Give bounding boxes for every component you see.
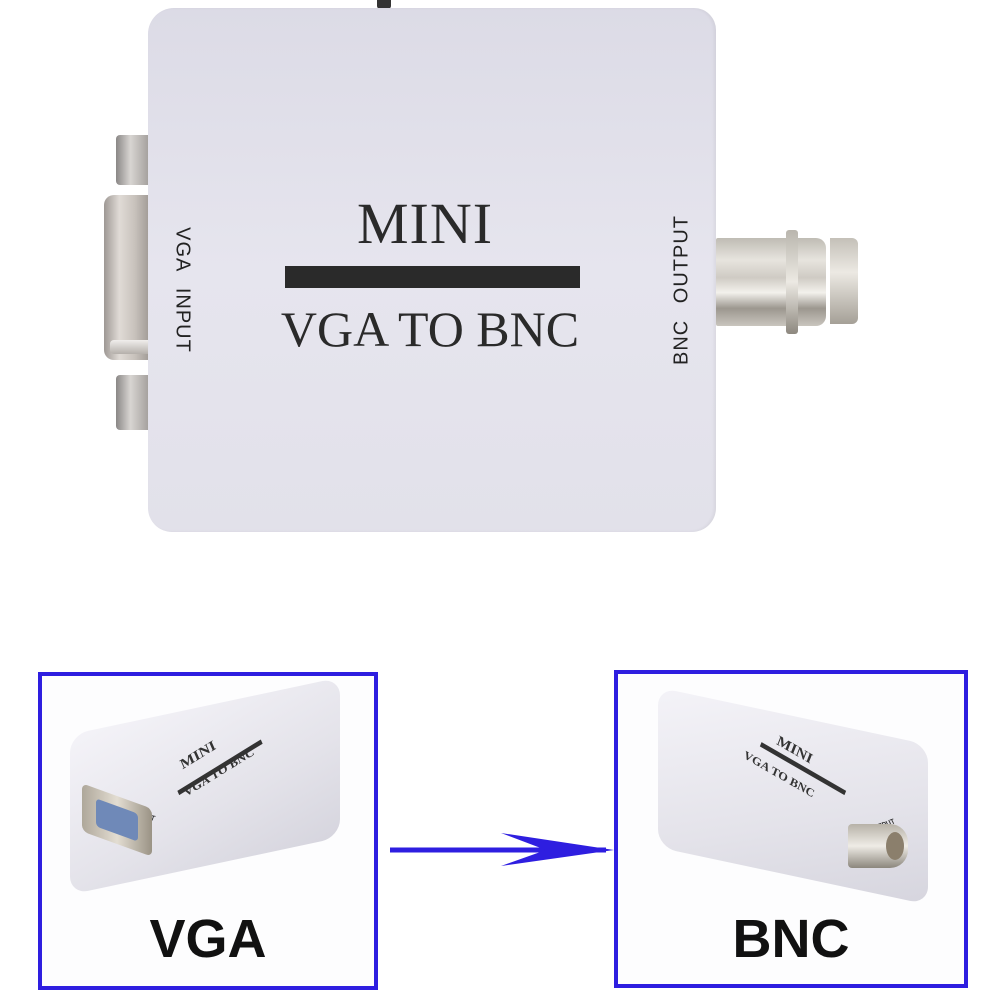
device-title: MINI — [356, 191, 494, 256]
adapter-thumbnail-bnc-side: MINI VGA TO BNC BNC OUTPUT — [658, 687, 928, 905]
bnc-output-panel: MINI VGA TO BNC BNC OUTPUT BNC — [614, 670, 968, 988]
title-divider-bar — [285, 266, 580, 288]
input-caption: VGA — [149, 909, 267, 969]
vga-connector — [104, 195, 148, 360]
vga-screw-post-bottom — [116, 375, 148, 430]
bnc-port-thumbnail — [848, 824, 908, 868]
bnc-bayonet-ring — [786, 230, 798, 334]
vga-input-label: VGA INPUT — [171, 227, 194, 353]
switch-notch — [377, 0, 391, 9]
vga-input-panel: MINI VGA TO BNC VGA INPUT VGA — [38, 672, 378, 990]
main-product-photo: VGA INPUT MINI VGA TO BNC BNC OUTPUT — [104, 0, 858, 532]
adapter-thumbnail-vga-side: MINI VGA TO BNC VGA INPUT — [70, 677, 340, 895]
arrow-right-icon — [390, 833, 614, 866]
bnc-connector-collar — [830, 238, 858, 324]
output-caption: BNC — [732, 909, 850, 969]
bnc-connector — [716, 238, 826, 326]
vga-screw-post-top — [116, 135, 148, 185]
bnc-output-label: BNC OUTPUT — [670, 215, 693, 365]
device-subtitle: VGA TO BNC — [280, 301, 580, 357]
